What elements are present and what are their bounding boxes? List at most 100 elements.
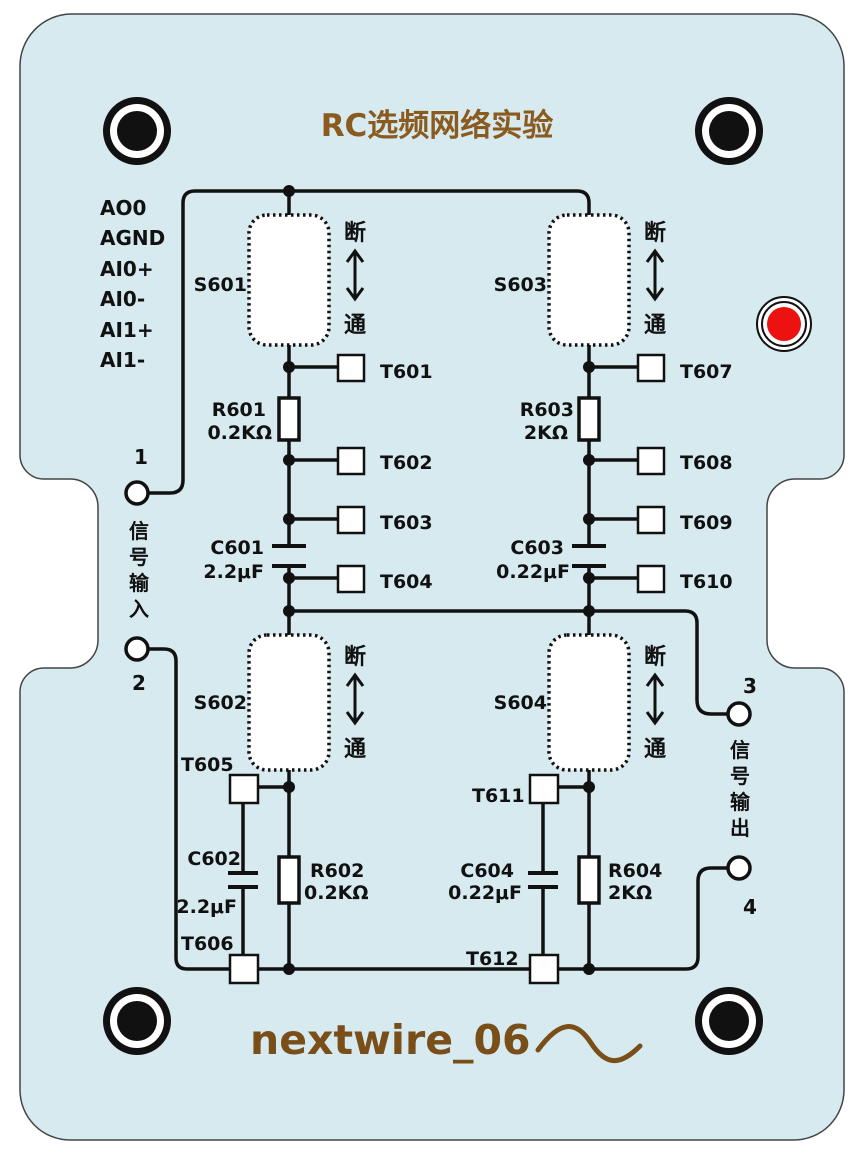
- resistor-r601: [277, 396, 301, 442]
- svg-text:入: 入: [129, 597, 149, 621]
- port-3-output[interactable]: [726, 701, 752, 727]
- terminal-t603[interactable]: [336, 505, 366, 535]
- svg-text:信: 信: [730, 738, 750, 762]
- capacitor-c602: [228, 871, 258, 889]
- switch-label-s603: S603: [494, 274, 547, 296]
- on-label: 通: [644, 313, 666, 338]
- terminal-t604[interactable]: [336, 564, 366, 594]
- capacitor-c604: [528, 871, 558, 889]
- led-indicator: [756, 296, 812, 352]
- double-arrow-icon: [645, 248, 665, 302]
- switch-indicator-s602: 断 通: [344, 644, 366, 762]
- svg-text:号: 号: [730, 764, 750, 788]
- double-arrow-icon: [345, 248, 365, 302]
- signal-input-label: 信 号 输 入: [129, 519, 150, 621]
- brand-logo-text: nextwire_06: [250, 1016, 531, 1064]
- terminal-t601[interactable]: [336, 353, 366, 383]
- signal-output-label: 信 号 输 出: [730, 738, 751, 840]
- label-c601-name: C601: [210, 537, 264, 559]
- io-label-ai1n: AI1-: [100, 348, 145, 372]
- switch-indicator-s604: 断 通: [644, 644, 666, 762]
- terminal-label-t611: T611: [472, 785, 525, 807]
- off-label: 断: [644, 644, 666, 670]
- terminal-t605[interactable]: [228, 773, 260, 805]
- switch-s604[interactable]: [547, 633, 631, 772]
- port-2-input[interactable]: [124, 636, 150, 662]
- wave-logo-icon: [535, 1024, 643, 1064]
- label-r601-value: 0.2KΩ: [207, 422, 272, 444]
- label-c603-value: 0.22μF: [496, 561, 570, 583]
- port-4-number: 4: [743, 895, 757, 919]
- port-1-number: 1: [134, 445, 148, 469]
- io-label-agnd: AGND: [100, 226, 165, 250]
- io-label-ai0p: AI0+: [100, 257, 154, 281]
- mounting-hole-bottom-right: [695, 987, 763, 1055]
- on-label: 通: [344, 737, 366, 762]
- terminal-t607[interactable]: [636, 353, 666, 383]
- terminal-label-t605: T605: [181, 754, 234, 776]
- label-r603-value: 2KΩ: [524, 422, 568, 444]
- svg-text:输: 输: [730, 790, 751, 814]
- io-label-ai0n: AI0-: [100, 287, 145, 311]
- svg-text:信: 信: [129, 519, 149, 543]
- label-r601-name: R601: [212, 399, 266, 421]
- terminal-t602[interactable]: [336, 446, 366, 476]
- terminal-t611[interactable]: [528, 773, 560, 805]
- switch-label-s604: S604: [494, 692, 547, 714]
- terminal-t608[interactable]: [636, 446, 666, 476]
- mounting-hole-top-left: [103, 97, 171, 165]
- terminal-label-t607: T607: [680, 361, 733, 383]
- io-label-ao0: AO0: [100, 196, 146, 220]
- terminal-label-t603: T603: [380, 512, 433, 534]
- wires: [148, 189, 728, 971]
- terminal-label-t609: T609: [680, 512, 733, 534]
- label-c601-value: 2.2μF: [203, 561, 264, 583]
- label-r604-value: 2KΩ: [608, 882, 652, 904]
- resistor-r604: [577, 855, 601, 905]
- svg-text:出: 出: [730, 816, 750, 840]
- terminal-t612[interactable]: [528, 953, 560, 985]
- terminal-label-t610: T610: [680, 571, 733, 593]
- switch-s601[interactable]: [247, 213, 331, 347]
- terminal-label-t604: T604: [380, 571, 433, 593]
- switch-s602[interactable]: [247, 633, 331, 772]
- switch-label-s601: S601: [194, 274, 247, 296]
- double-arrow-icon: [645, 672, 665, 726]
- board-outline: [19, 13, 845, 1141]
- mounting-hole-bottom-left: [103, 987, 171, 1055]
- port-2-number: 2: [132, 671, 146, 695]
- board-title: RC选频网络实验: [321, 108, 554, 144]
- svg-text:号: 号: [129, 545, 149, 569]
- label-c604-value: 0.22μF: [448, 882, 522, 904]
- off-label: 断: [644, 220, 666, 246]
- port-4-output[interactable]: [726, 855, 752, 881]
- terminal-t610[interactable]: [636, 564, 666, 594]
- capacitor-c601: [272, 544, 306, 568]
- capacitor-c603: [572, 544, 606, 568]
- off-label: 断: [344, 220, 366, 246]
- label-c604-name: C604: [460, 860, 514, 882]
- label-c602-value: 2.2μF: [176, 896, 237, 918]
- off-label: 断: [344, 644, 366, 670]
- label-r602-value: 0.2KΩ: [304, 882, 369, 904]
- port-3-number: 3: [743, 674, 757, 698]
- terminal-label-t602: T602: [380, 452, 433, 474]
- junctions: [283, 185, 595, 975]
- resistor-r602: [277, 855, 301, 905]
- terminal-t606[interactable]: [228, 953, 260, 985]
- switch-s603[interactable]: [547, 213, 631, 347]
- label-c603-name: C603: [510, 537, 564, 559]
- on-label: 通: [344, 313, 366, 338]
- io-label-ai1p: AI1+: [100, 318, 154, 342]
- double-arrow-icon: [345, 672, 365, 726]
- on-label: 通: [644, 737, 666, 762]
- switch-indicator-s603: 断 通: [644, 220, 666, 338]
- terminal-label-t601: T601: [380, 361, 433, 383]
- terminal-label-t606: T606: [181, 933, 234, 955]
- switch-label-s602: S602: [194, 692, 247, 714]
- label-r603-name: R603: [520, 399, 574, 421]
- terminal-t609[interactable]: [636, 505, 666, 535]
- port-1-input[interactable]: [124, 480, 150, 506]
- mounting-hole-top-right: [695, 97, 763, 165]
